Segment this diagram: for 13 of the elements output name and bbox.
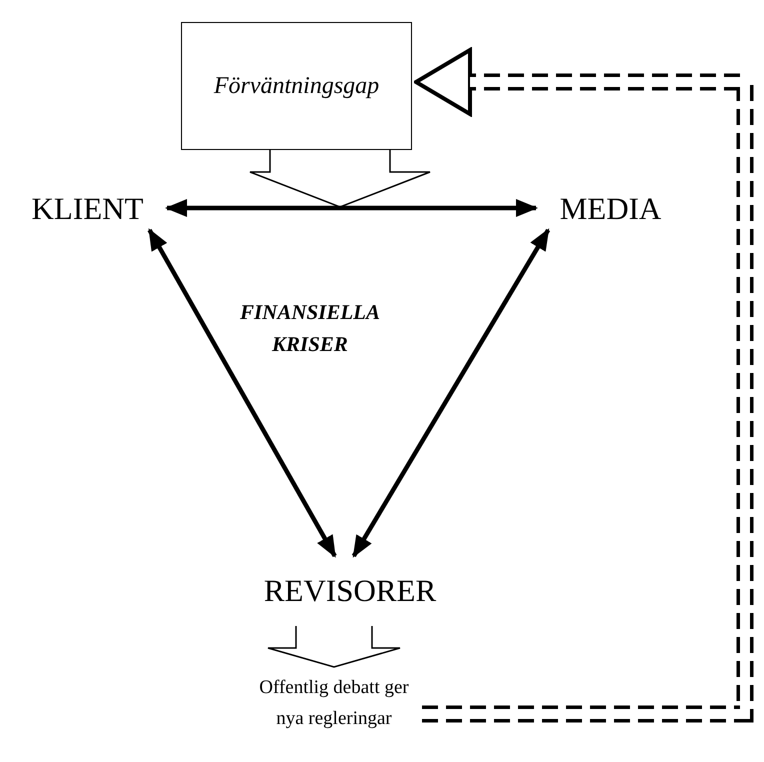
note-text: Offentlig debatt ger nya regleringar: [258, 676, 410, 731]
center-label: FINANSIELLA KRISER: [238, 299, 382, 358]
double-arrow: [352, 228, 550, 558]
node-label: REVISORER: [264, 573, 436, 609]
block-arrow: [267, 625, 401, 668]
double-arrow: [148, 228, 337, 558]
block-arrow: [249, 149, 431, 208]
box-text: Förväntningsgap: [214, 72, 380, 100]
node-label: KLIENT: [32, 191, 144, 227]
double-arrow: [165, 199, 538, 217]
node-label: MEDIA: [560, 191, 662, 227]
dashed-arrow: [414, 48, 754, 722]
process-box: [181, 22, 412, 150]
